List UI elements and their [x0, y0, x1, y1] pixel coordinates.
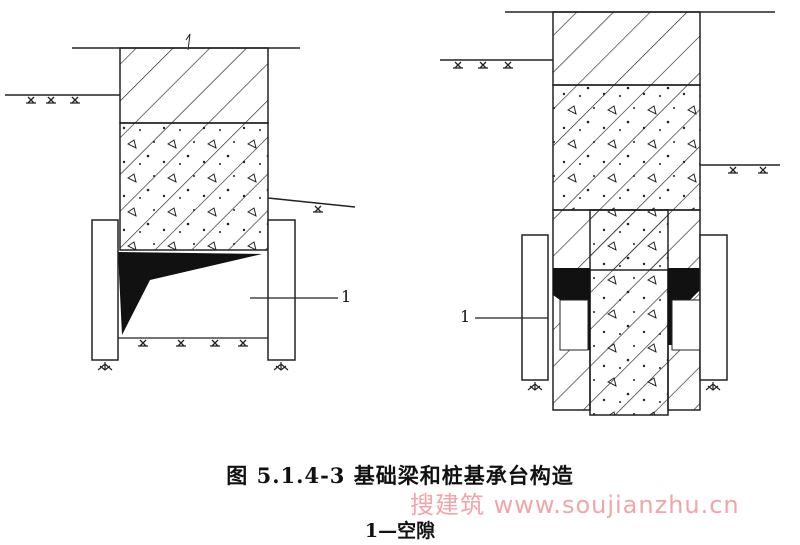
left-detail: [5, 33, 356, 371]
figure-legend: 1—空隙: [364, 520, 436, 542]
pile-right-b: [699, 234, 728, 381]
figure-caption: 图 5.1.4-3 基础梁和桩基承台构造: [226, 463, 574, 488]
void-left: [118, 252, 262, 335]
left-void-label: 1: [341, 287, 352, 306]
watermark: 搜建筑 www.soujianzhu.cn: [410, 491, 740, 519]
right-detail: [440, 11, 780, 416]
pile-right-a: [521, 234, 549, 381]
pile-left-a: [91, 219, 119, 361]
pile-left-b: [267, 219, 296, 361]
right-void-label: 1: [460, 307, 471, 326]
